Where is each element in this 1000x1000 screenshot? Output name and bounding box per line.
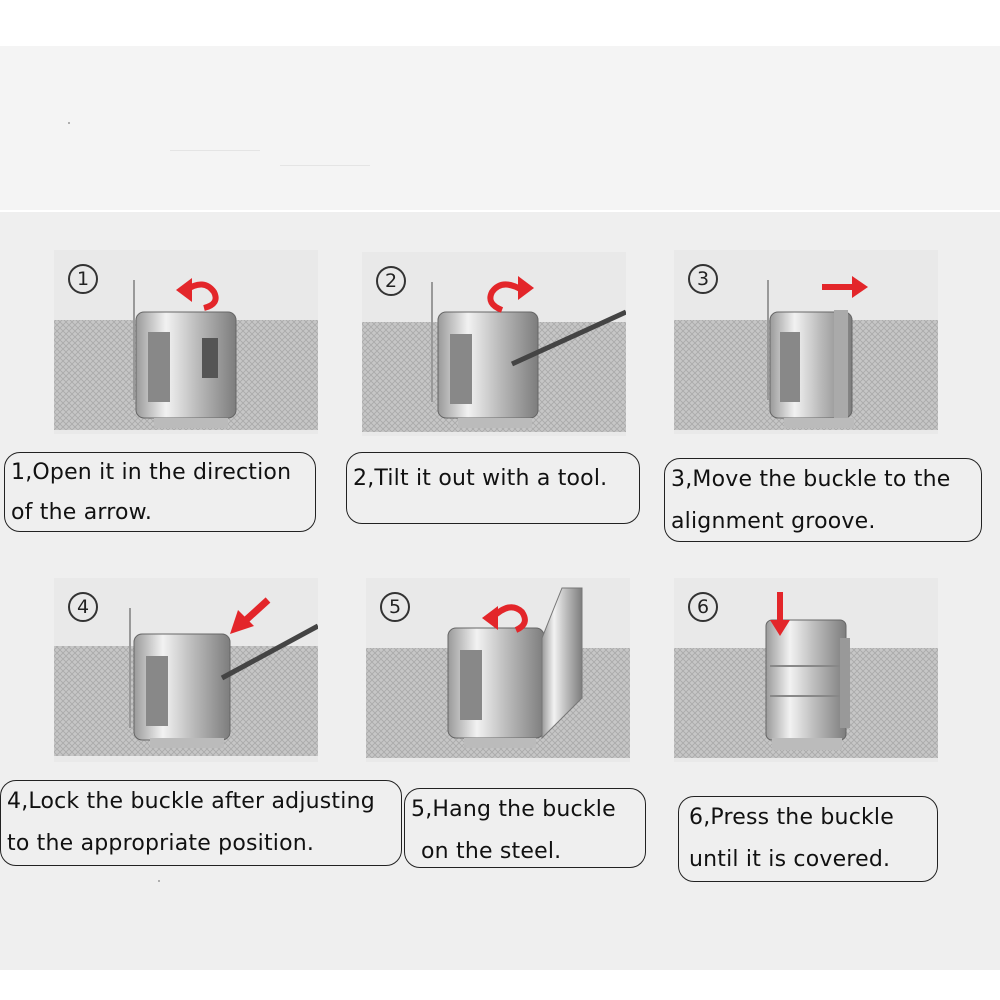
caption-line: 4,Lock the buckle after adjusting [7,789,375,814]
step-5-caption: 5,Hang the buckle on the steel. [404,788,646,868]
step-3-image: 3 [674,250,938,434]
step-4-caption: 4,Lock the buckle after adjusting to the… [0,780,402,866]
caption-line: 3,Move the buckle to the [671,467,951,492]
step-number-badge: 4 [68,592,98,622]
caption-line: to the appropriate position. [7,831,315,856]
arrow-down-icon [770,592,790,636]
faint-line [280,165,370,166]
step-2-image: 2 [362,252,626,436]
caption-line: 5,Hang the buckle [411,797,616,822]
stray-dot [158,880,160,882]
step-4-image: 4 [54,578,318,762]
curved-arrow-left-icon [482,604,528,633]
curved-arrow-right-icon [487,276,534,313]
step-number-badge: 1 [68,264,98,294]
step-3-caption: 3,Move the buckle to the alignment groov… [664,458,982,542]
caption-line: of the arrow. [11,500,153,525]
step-6-caption: 6,Press the buckle until it is covered. [678,796,938,882]
caption-line: until it is covered. [689,847,891,872]
step-6-image: 6 [674,578,938,762]
step-number-badge: 2 [376,266,406,296]
curved-arrow-left-icon [176,278,219,311]
faint-line [170,150,260,151]
caption-line: 2,Tilt it out with a tool. [353,466,608,491]
stray-dot [68,122,70,124]
step-2-caption: 2,Tilt it out with a tool. [346,452,640,524]
caption-line: 6,Press the buckle [689,805,894,830]
step-number-badge: 6 [688,592,718,622]
step-number-badge: 3 [688,264,718,294]
caption-line: 1,Open it in the direction [11,460,292,485]
caption-line: on the steel. [421,839,562,864]
step-1-caption: 1,Open it in the direction of the arrow. [4,452,316,532]
caption-line: alignment groove. [671,509,876,534]
step-1-image: 1 [54,250,318,434]
step-5-image: 5 [366,578,630,762]
arrow-right-icon [822,276,868,298]
top-background-band [0,46,1000,210]
arrow-down-left-icon [230,597,271,634]
step-number-badge: 5 [380,592,410,622]
